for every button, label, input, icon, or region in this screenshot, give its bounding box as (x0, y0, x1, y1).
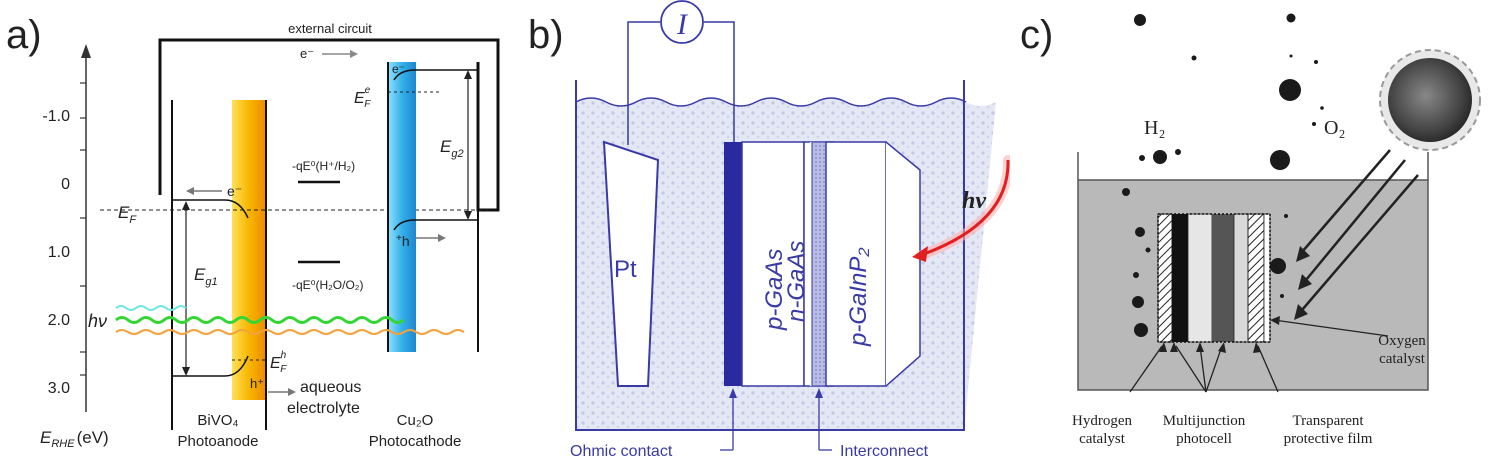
valence-band-right (393, 219, 478, 231)
o2-label: O₂ (1324, 117, 1345, 139)
panel-c: c) H₂ O₂ (1010, 0, 1505, 466)
light-wave-orange (115, 329, 465, 335)
sun-icon (1379, 49, 1481, 151)
film-label: protective film (1284, 431, 1373, 447)
light-rays (1301, 149, 1419, 311)
p-gaas-layer (741, 141, 805, 387)
panel-label: b) (528, 13, 564, 57)
eg1-label: Eg1 (194, 265, 218, 288)
interconnect-label: Interconnect (840, 443, 929, 460)
photocathode-label: Photocathode (369, 433, 462, 450)
arrow-head-icon (912, 246, 928, 262)
electrolyte-bubbles (1122, 188, 1288, 337)
electron-label: e⁻ (227, 183, 242, 199)
arrow-head-icon (1294, 304, 1308, 320)
band-diagram: a) -1.0 0 1.0 2.0 3.0 ERHE(eV) external … (6, 13, 500, 450)
tank-walls (575, 80, 965, 431)
conduction-band-left (172, 199, 249, 219)
axis-arrow-icon (81, 44, 91, 58)
hole-label: +h (396, 233, 410, 249)
arrow-right-icon (288, 388, 296, 396)
panel-label: a) (6, 13, 42, 57)
hole-label: h⁺ (250, 376, 264, 391)
fermi-label: EF (118, 203, 137, 226)
p-gaas-label: p-GaAs (761, 249, 788, 331)
bivo4-label: BiVO₄ (197, 412, 238, 429)
axis-label: ERHE(eV) (40, 428, 109, 450)
tick-label: -1.0 (42, 108, 70, 125)
cell-window (885, 141, 921, 387)
ammeter-label: I (676, 8, 689, 41)
interconnect-stripe (811, 141, 827, 387)
oxygen-catalyst-label: Oxygen (1378, 333, 1426, 349)
arrow-right-icon (438, 234, 446, 242)
ohmic-contact-layer (724, 142, 742, 386)
arrow-left-icon (186, 187, 194, 195)
bivo4-electrode (232, 100, 266, 400)
electrolyte-label: electrolyte (287, 400, 360, 417)
electron-label: e⁻ (300, 46, 314, 61)
arrow-right-icon (350, 50, 358, 58)
conduction-band-right (393, 69, 478, 81)
electrolyte-label: aqueous (300, 379, 361, 396)
tick-label: 1.0 (48, 244, 70, 261)
tick-label: 2.0 (48, 312, 70, 329)
o2-redox-label: -qE⁰(H₂O/O₂) (292, 278, 363, 292)
hydrogen-catalyst-label: catalyst (1079, 431, 1126, 447)
h2-redox-label: -qE⁰(H⁺/H₂) (292, 159, 355, 173)
ohmic-contact-label: Ohmic contact (570, 443, 673, 460)
photocell-label: Multijunction (1163, 413, 1246, 429)
panel-b: b) I Pt p-GaAs n-GaAs p-GaInP₂ hν Ohmic … (510, 0, 1010, 466)
hydrogen-catalyst-label: Hydrogen (1072, 413, 1132, 429)
panel-label: c) (1020, 13, 1053, 57)
n-gaas-label: n-GaAs (783, 241, 810, 322)
photoelectrolysis-cell-diagram: c) H₂ O₂ (1020, 13, 1481, 447)
gas-bubbles (1134, 13, 1324, 170)
light-arrow (923, 159, 1010, 256)
eg2-label: Eg2 (440, 137, 464, 160)
photoanode-label: Photoanode (178, 433, 259, 450)
wire-right (704, 21, 735, 142)
external-circuit-wire (158, 38, 500, 212)
panel-a: a) -1.0 0 1.0 2.0 3.0 ERHE(eV) external … (0, 0, 500, 466)
wire-left (627, 21, 660, 145)
tick-label: 3.0 (48, 380, 70, 397)
cu2o-label: Cu₂O (397, 412, 434, 429)
multijunction-photocell (1157, 213, 1271, 343)
film-label: Transparent (1292, 413, 1364, 429)
h2-label: H₂ (1144, 117, 1165, 139)
tick-label: 0 (61, 176, 70, 193)
p-gainp2-layer (825, 141, 887, 387)
electron-label: e⁻ (392, 62, 405, 76)
tandem-cell-diagram: b) I Pt p-GaAs n-GaAs p-GaInP₂ hν Ohmic … (528, 0, 1010, 460)
photocell-label: photocell (1176, 431, 1232, 447)
pt-electrode (602, 140, 660, 387)
photon-label: hν (88, 311, 107, 331)
arrow-head-icon (1296, 246, 1310, 262)
pt-label: Pt (614, 256, 637, 283)
water-surface (575, 97, 967, 107)
axis-ticks (80, 82, 86, 376)
circuit-label: external circuit (288, 21, 372, 36)
oxygen-catalyst-label: catalyst (1379, 351, 1426, 367)
p-gainp2-label: p-GaInP₂ (845, 247, 872, 347)
photon-label: hν (962, 188, 986, 214)
light-wave-cyan (115, 305, 187, 311)
arrow-head-icon (1298, 274, 1312, 290)
cu2o-electrode (388, 62, 416, 352)
ammeter (660, 0, 704, 44)
light-wave-green (115, 316, 405, 324)
